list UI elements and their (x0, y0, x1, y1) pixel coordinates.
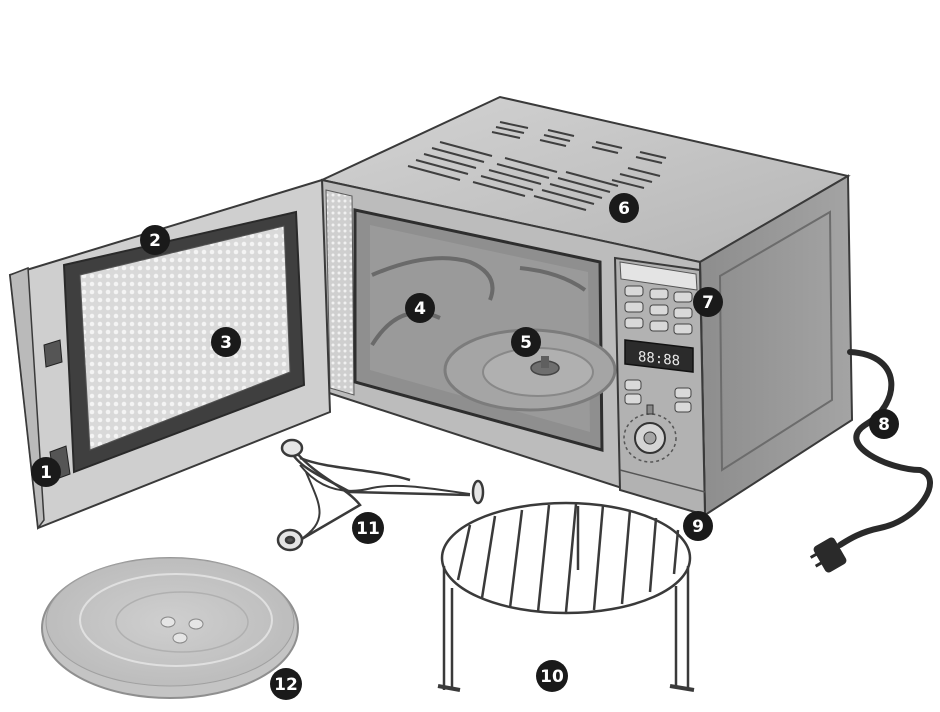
turntable-hub-bump (172, 632, 188, 644)
roller-wheel (280, 438, 304, 458)
callout-10: 10 (536, 660, 568, 692)
top-vents (407, 121, 667, 211)
vent-row-c (591, 141, 623, 154)
panel-button[interactable] (624, 317, 644, 329)
plug-prong (814, 560, 824, 568)
panel-button[interactable] (674, 401, 692, 413)
power-cord-wire (837, 349, 933, 548)
panel-button[interactable] (624, 301, 644, 313)
callout-9: 9 (683, 511, 713, 541)
vent-block-1 (407, 141, 493, 181)
control-panel-header (619, 261, 698, 291)
turntable-hub-bump (188, 618, 204, 630)
panel-button[interactable] (649, 320, 669, 332)
door-mesh (79, 225, 291, 451)
roller-wheel-hub (284, 535, 296, 545)
microwave-body: 88:88 (318, 95, 854, 517)
turntable-inner-ring (79, 573, 273, 667)
roller-ring-loop (299, 471, 321, 541)
panel-button[interactable] (649, 288, 669, 300)
callouts: 1 2 3 4 5 6 7 8 9 10 11 12 (31, 193, 899, 700)
control-buttons-lower (624, 379, 692, 413)
roller-wheel (471, 479, 485, 505)
panel-button[interactable] (673, 307, 693, 319)
knob-indicator (646, 404, 654, 415)
turntable-coupler-shaft (541, 356, 549, 368)
metal-rack (437, 501, 695, 692)
rack-bar (648, 517, 658, 593)
oven-door (8, 178, 332, 530)
rack-ring (440, 501, 692, 615)
svg-text:3: 3 (220, 333, 232, 353)
svg-text:5: 5 (520, 333, 532, 353)
turntable-center-ring (115, 591, 249, 653)
rack-bar (620, 509, 632, 605)
callout-7: 7 (693, 287, 723, 317)
rack-bar (592, 504, 605, 611)
panel-button[interactable] (624, 379, 642, 391)
vent-block-2 (472, 157, 558, 197)
cavity-element-top (519, 266, 587, 292)
panel-button[interactable] (624, 393, 642, 405)
svg-text:10: 10 (540, 667, 564, 687)
roller-ring-loop (299, 464, 471, 495)
roller-ring-arm (299, 456, 411, 482)
callout-12: 12 (270, 668, 302, 700)
plug-prong (809, 552, 819, 559)
rack-bar (456, 524, 472, 581)
callout-4: 4 (405, 293, 435, 323)
svg-text:4: 4 (414, 299, 426, 319)
svg-text:11: 11 (356, 519, 380, 539)
callout-1: 1 (31, 457, 61, 487)
svg-text:2: 2 (149, 231, 161, 251)
callout-6: 6 (609, 193, 639, 223)
rack-bar (672, 529, 680, 575)
panel-button[interactable] (673, 291, 693, 303)
roller-ring (276, 438, 485, 552)
callout-2: 2 (140, 225, 170, 255)
vent-row-a (491, 121, 529, 139)
power-cord (809, 349, 933, 573)
rack-bar (480, 515, 497, 599)
vent-block-4 (611, 167, 661, 189)
vent-row-d (635, 151, 667, 164)
panel-button[interactable] (649, 304, 669, 316)
led-display-readout: 88:88 (638, 349, 680, 369)
front-vent-strip (325, 189, 355, 396)
svg-text:1: 1 (40, 463, 52, 483)
callout-8: 8 (869, 409, 899, 439)
turntable-hub-bump (160, 616, 176, 628)
panel-button[interactable] (673, 323, 693, 335)
svg-text:6: 6 (618, 199, 630, 219)
control-buttons-upper (624, 285, 693, 335)
callout-5: 5 (511, 327, 541, 357)
panel-button[interactable] (624, 285, 644, 297)
glass-turntable (41, 557, 299, 699)
rack-bar (536, 504, 551, 613)
vent-block-3 (533, 171, 619, 211)
control-knob-center (643, 431, 657, 445)
rack-foot (669, 684, 695, 692)
callout-3: 3 (211, 327, 241, 357)
svg-text:8: 8 (878, 415, 890, 435)
callout-11: 11 (352, 512, 384, 544)
led-display (624, 339, 694, 373)
panel-button[interactable] (674, 387, 692, 399)
rack-bar (564, 503, 578, 613)
right-side-inset (718, 210, 834, 472)
rack-foot (437, 684, 461, 692)
rack-bar (508, 509, 524, 609)
control-knob-ring (623, 413, 677, 463)
control-panel-seam (619, 469, 706, 493)
power-plug (809, 537, 847, 573)
svg-text:12: 12 (274, 675, 298, 695)
svg-text:7: 7 (702, 293, 714, 313)
vent-row-b (539, 129, 575, 147)
svg-text:9: 9 (692, 517, 704, 537)
door-latch-upper (43, 339, 63, 368)
